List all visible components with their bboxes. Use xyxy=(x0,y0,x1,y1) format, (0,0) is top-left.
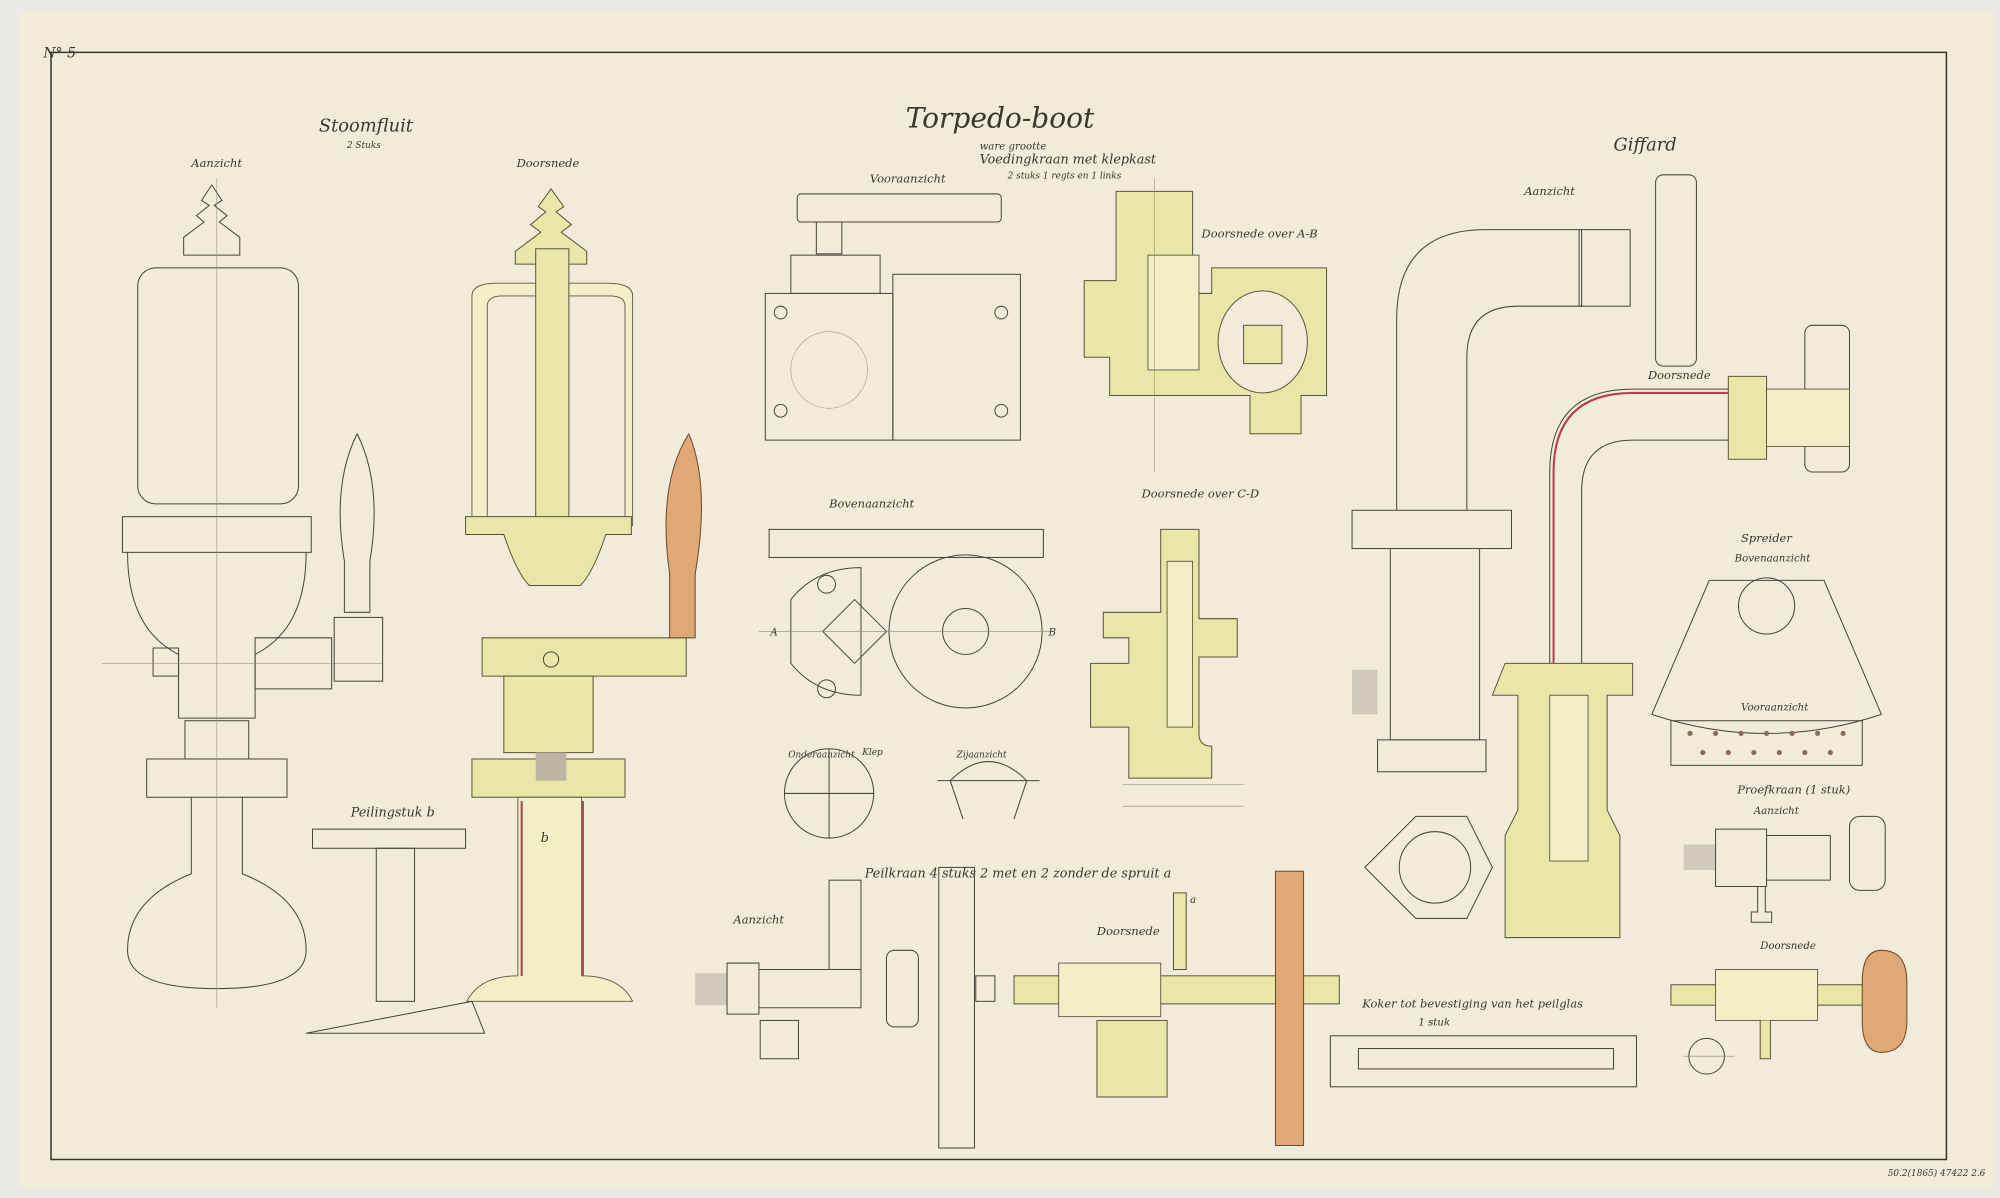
peilingstuk: Peilingstuk b xyxy=(306,805,486,1034)
spreider-top-label: Bovenaanzicht xyxy=(1734,553,1812,564)
peilkraan-elevation xyxy=(695,866,996,1149)
koker-drawing xyxy=(1329,1035,1735,1088)
section-cd-label: Doorsnede over C-D xyxy=(1141,487,1259,501)
stoomfluit-section: b xyxy=(465,187,702,1002)
stoomfluit-count: 2 Stuks xyxy=(346,141,381,151)
stoomfluit-elevation xyxy=(102,178,384,1008)
voedingkraan-front-view xyxy=(764,193,1021,441)
peilkraan-view-label: Aanzicht xyxy=(732,913,784,927)
letter-b: B xyxy=(1047,627,1056,638)
spreider-label: Spreider xyxy=(1741,531,1793,545)
voedingkraan-top-view: A B xyxy=(758,528,1056,709)
voedingkraan-count: 2 stuks 1 regts en 1 links xyxy=(1007,172,1122,182)
stoomfluit-view-label: Aanzicht xyxy=(190,156,242,170)
peilkraan-title: Peilkraan 4 stuks 2 met en 2 zonder de s… xyxy=(864,867,1171,882)
peilingstuk-label: Peilingstuk b xyxy=(350,805,435,820)
main-title: Torpedo-boot xyxy=(906,102,1095,135)
paper xyxy=(17,10,1995,1189)
proefkraan-view-label: Aanzicht xyxy=(1753,806,1800,817)
peilkraan-section-label: Doorsnede xyxy=(1096,924,1160,938)
giffard-section-label: Doorsnede xyxy=(1647,368,1711,382)
voedingkraan-section-cd xyxy=(1090,528,1244,807)
koker-count: 1 stuk xyxy=(1418,1018,1450,1029)
stoomfluit-title: Stoomfluit xyxy=(319,115,414,136)
koker-title: Koker tot bevestiging van het peilglas xyxy=(1361,997,1583,1011)
scale-note: ware grootte xyxy=(980,141,1047,152)
spreider-front-view xyxy=(1670,720,1863,766)
proefkraan-title: Proefkraan (1 stuk) xyxy=(1736,782,1850,796)
proefkraan-section-label: Doorsnede xyxy=(1759,941,1816,952)
giffard-view-label: Aanzicht xyxy=(1523,184,1575,198)
voedingkraan-front-label: Vooraanzicht xyxy=(870,171,946,185)
bottom-view-label: Onderaanzicht xyxy=(788,751,855,761)
giffard-elevation xyxy=(1351,174,1697,919)
stoomfluit-section-label: Doorsnede xyxy=(516,156,580,170)
top-view-label: Bovenaanzicht xyxy=(828,497,915,511)
voedingkraan-title: Voedingkraan met klepkast xyxy=(980,152,1157,167)
sheet-number: N° 5 xyxy=(42,45,76,61)
archive-stamp: 50.2(1865) 47422 2.6 xyxy=(1888,1168,1986,1179)
peilkraan-section: a xyxy=(1013,870,1340,1146)
voedingkraan-section-ab xyxy=(1083,178,1328,472)
valve-views xyxy=(783,748,1040,839)
giffard-section xyxy=(1491,324,1850,939)
spreider-front-label: Vooraanzicht xyxy=(1741,703,1809,714)
proefkraan-section xyxy=(1670,949,1908,1060)
peilkraan-letter-a: a xyxy=(1190,895,1196,906)
giffard-title: Giffard xyxy=(1614,135,1677,156)
proefkraan-elevation xyxy=(1683,815,1886,923)
section-ab-label: Doorsnede over A-B xyxy=(1201,226,1318,240)
valve-label: Klep xyxy=(861,748,883,758)
stoomfluit-letter-b: b xyxy=(541,831,549,846)
side-view-label: Zijaanzicht xyxy=(956,751,1007,761)
drawing-border xyxy=(50,51,1948,1161)
letter-a: A xyxy=(769,627,777,638)
